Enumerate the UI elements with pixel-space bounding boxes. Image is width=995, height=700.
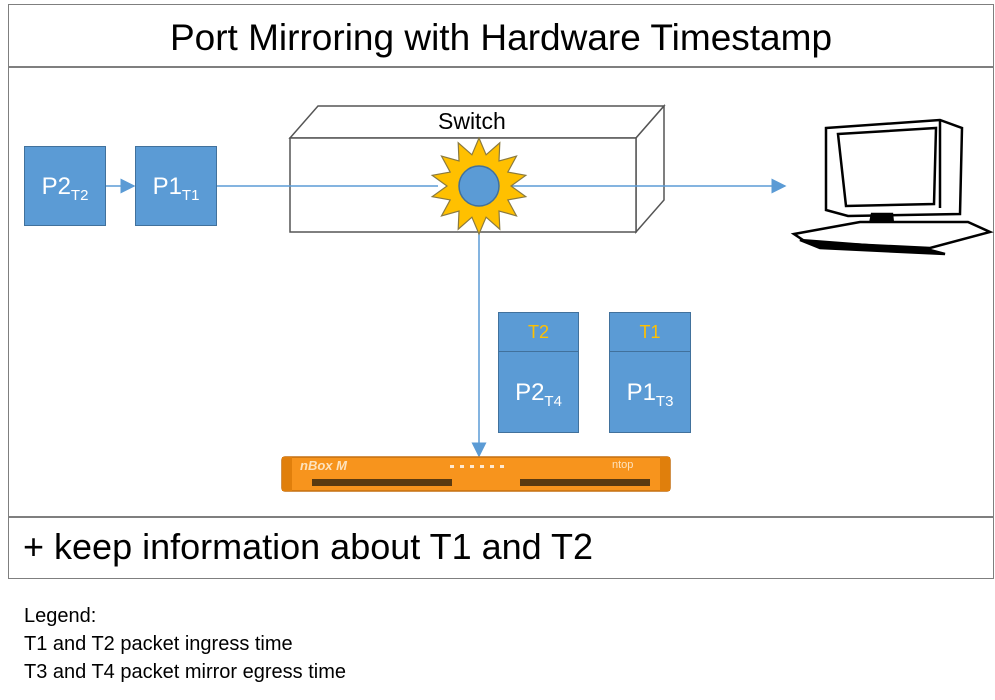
footer-box: + keep information about T1 and T2 — [8, 516, 994, 579]
legend: Legend: T1 and T2 packet ingress time T3… — [24, 602, 346, 686]
computer-icon — [790, 118, 994, 256]
appliance-vendor: ntop — [612, 459, 634, 471]
packet-header-timestamp: T2 — [499, 313, 578, 352]
title-box: Port Mirroring with Hardware Timestamp — [8, 4, 994, 68]
switch-label: Switch — [438, 108, 506, 134]
packet-header-timestamp: T1 — [610, 313, 690, 352]
packet-name: P2 — [41, 173, 71, 200]
ingress-packet-p1: P1T1 — [135, 146, 217, 226]
packet-name: P2 — [515, 379, 545, 406]
legend-line-egress: T3 and T4 packet mirror egress time — [24, 661, 346, 683]
packet-timestamp: T2 — [70, 187, 89, 204]
diagram-title: Port Mirroring with Hardware Timestamp — [169, 17, 833, 58]
legend-line-ingress: T1 and T2 packet ingress time — [24, 633, 293, 655]
appliance-brand: nBox M — [300, 458, 347, 473]
packet-name: P1 — [152, 173, 182, 200]
packet-timestamp: T4 — [544, 393, 562, 410]
packet-name: P1 — [626, 379, 656, 406]
legend-heading: Legend: — [24, 605, 97, 627]
footer-note: + keep information about T1 and T2 — [23, 526, 594, 567]
mirrored-packet-p2: T2 P2T4 — [498, 312, 579, 433]
timestamp-sun-icon — [430, 136, 528, 236]
nbox-appliance — [281, 456, 671, 492]
packet-timestamp: T3 — [655, 393, 674, 410]
mirrored-packet-p1: T1 P1T3 — [609, 312, 691, 433]
ingress-packet-p2: P2T2 — [24, 146, 106, 226]
packet-timestamp: T1 — [181, 187, 200, 204]
diagram-area — [8, 66, 994, 518]
